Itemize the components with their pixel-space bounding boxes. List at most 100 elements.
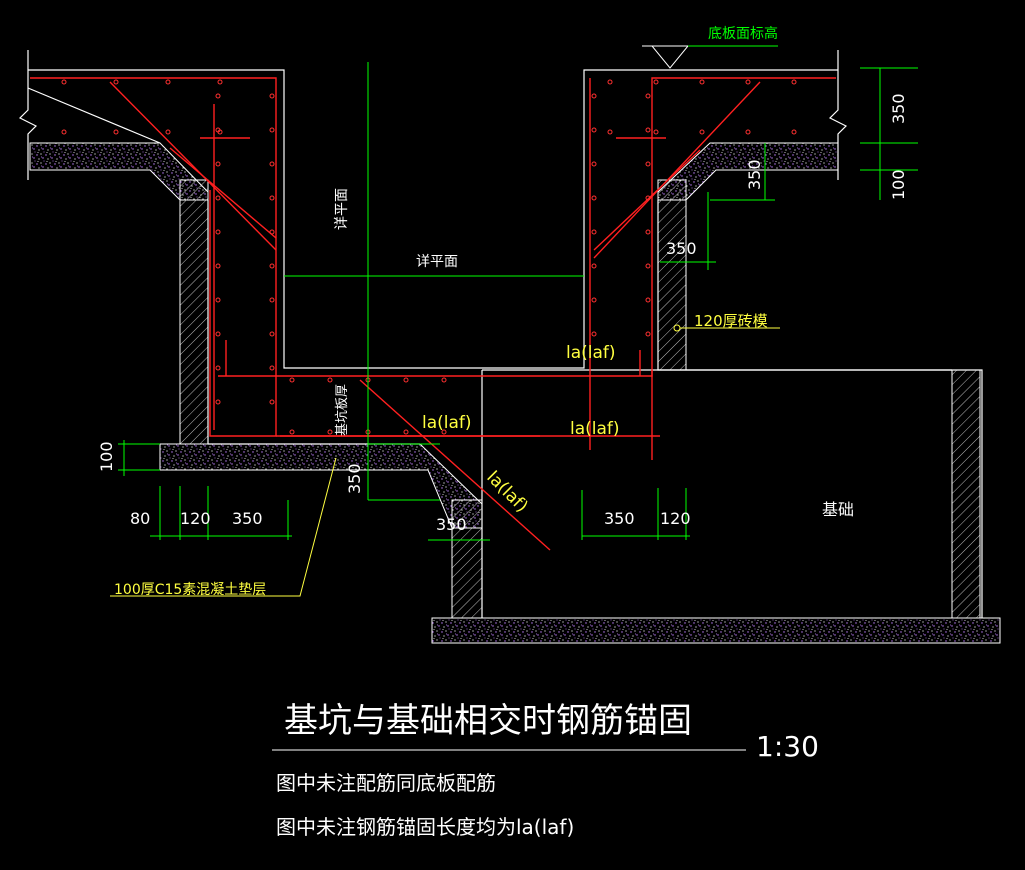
rebar-dot [215,331,221,337]
rebar-dot [165,129,171,135]
rebar-dot [289,377,295,383]
note-1: 图中未注配筋同底板配筋 [276,771,496,795]
rebar-dot [591,229,597,235]
dim-350-right-bottom: 350 [604,509,635,528]
rebar-diag-left-top [109,81,277,251]
rebar-pit-bottom [218,77,836,377]
foundation-label: 基础 [822,500,854,519]
dim-350-top-right: 350 [889,93,908,124]
rebar-diag-pit [359,379,551,551]
rebar-dot [289,429,295,435]
rebar-dot [645,161,651,167]
rebar-dot [215,297,221,303]
left-outer-outline [27,87,161,144]
break-line-left [18,50,38,180]
rebar-dot [269,229,275,235]
rebar-dot [591,161,597,167]
rebar-dot [269,263,275,269]
dimension-texts: 350 100 350 350 100 80 120 350 350 350 3… [97,93,908,534]
brick-mold-left [179,179,209,445]
rebar-dot [791,129,797,135]
rebar-dot [607,79,613,85]
drawing-title: 基坑与基础相交时钢筋锚固 [284,701,692,741]
rebar-dot [645,331,651,337]
dim-350-center-horiz: 350 [436,515,467,534]
rebar-diag-left-lower [169,147,277,239]
rebar-dot [699,129,705,135]
pit-outer-right [657,200,983,618]
rebar-dot [215,93,221,99]
rebar-dot [113,129,119,135]
rebar-dot [269,399,275,405]
rebar-dot [327,377,333,383]
rebar-dot [165,79,171,85]
dim-100-top-right: 100 [889,169,908,200]
rebar-dot [327,429,333,435]
drawing-scale: 1:30 [756,730,819,763]
anchor-label-2: la(laf) [422,413,472,433]
rebar-dot [269,365,275,371]
rebar-dot [215,195,221,201]
rebar-dot [269,331,275,337]
rebar-dot [645,127,651,133]
anchor-label-4: la(laf) [482,467,531,516]
rebar-dot [113,79,119,85]
left-slab-outline [28,69,838,369]
break-line-right [828,50,848,180]
pit-slab-thickness-label: 基坑板厚 [335,384,350,436]
rebar-dot [591,195,597,201]
rebar-dot [591,297,597,303]
dim-350-right-horiz: 350 [666,239,697,258]
dim-350-right-mid: 350 [745,159,764,190]
rebar-dot [591,331,597,337]
rebar-dot [653,129,659,135]
rebar-dot [791,79,797,85]
rebar [30,77,836,551]
rebar-dot [699,79,705,85]
dimension-lines [118,45,918,541]
rebar-left-top [30,77,277,437]
anchor-label-3: la(laf) [570,419,620,439]
dim-350-center-vert: 350 [345,463,364,494]
dim-100-left: 100 [97,441,116,472]
concrete-cushion-label: 100厚C15素混凝土垫层 [114,582,266,598]
rebar-dots [61,79,797,435]
rebar-dot [591,127,597,133]
rebar-dot [217,79,223,85]
rebar-dot [215,263,221,269]
rebar-diag-right-top [593,81,761,259]
brick-mold-lower-left [451,499,483,619]
rebar-dot [607,129,613,135]
rebar-dot [591,93,597,99]
rebar-dot [215,161,221,167]
dim-80: 80 [130,509,150,528]
rebar-dot [653,79,659,85]
base-top-elevation-label: 底板面标高 [708,25,778,42]
rebar-dot [441,377,447,383]
rebar-dot [269,195,275,201]
rebar-dot [269,161,275,167]
rebar-dot [269,297,275,303]
rebar-dot [591,263,597,269]
concrete-outlines [18,50,983,618]
cushion-layers [29,142,1001,644]
rebar-dot [645,297,651,303]
cushion-bottom-base [431,617,1001,644]
brick-molds [179,179,981,619]
rebar-dot [645,229,651,235]
rebar-dot [745,129,751,135]
rebar-dot [215,127,221,133]
drawing-labels: 底板面标高 详平面 详平面 基坑板厚 120厚砖模 100厚C15素混凝土垫层 … [114,25,854,598]
rebar-dot [215,399,221,405]
rebar-dot [61,79,67,85]
rebar-dot [441,429,447,435]
dim-120-left: 120 [180,509,211,528]
dim-120-right-bottom: 120 [660,509,691,528]
rebar-dot [645,195,651,201]
title-block: 基坑与基础相交时钢筋锚固 1:30 图中未注配筋同底板配筋 图中未注钢筋锚固长度… [272,701,819,839]
anchor-label-1: la(laf) [566,343,616,363]
rebar-dot [645,93,651,99]
dim-350-left-bottom: 350 [232,509,263,528]
brick-mold-right [657,179,687,371]
